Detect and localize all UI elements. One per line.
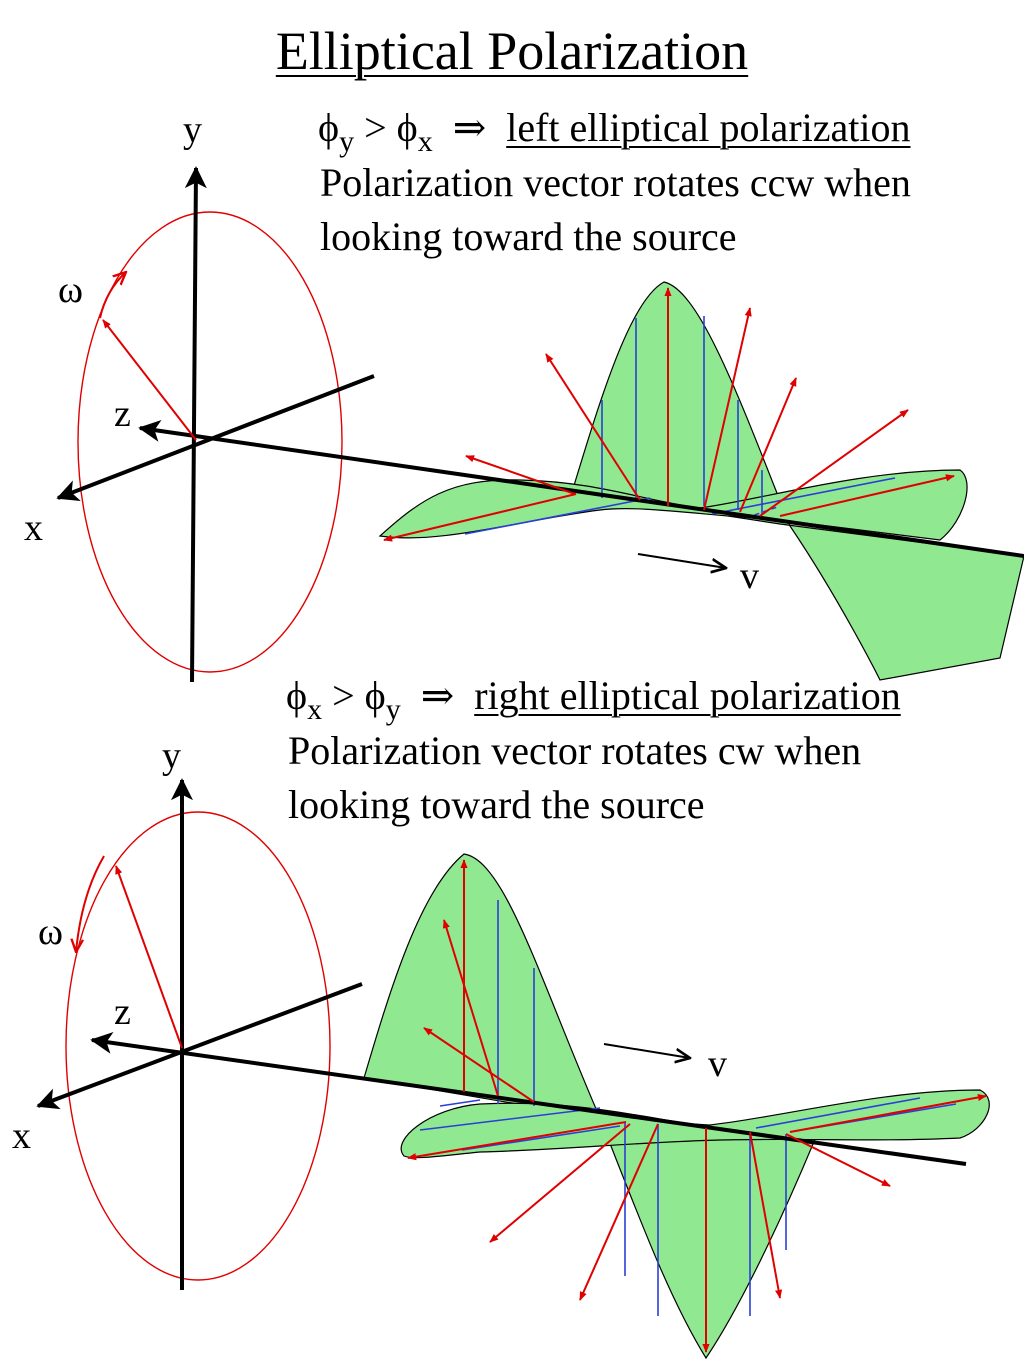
polarization-ellipse (65, 811, 331, 1281)
velocity-label: v (740, 555, 759, 597)
description-line: Polarization vector rotates ccw when (320, 160, 911, 205)
y-axis-label: y (183, 109, 202, 151)
top-description: Polarization vector rotates ccw when loo… (320, 156, 911, 264)
hatch-lines (464, 316, 896, 535)
implies-arrow-icon: ⇒ (452, 105, 487, 150)
y-axis (184, 166, 207, 683)
wave-vertical (571, 281, 1024, 681)
z-axis (90, 1031, 967, 1166)
z-axis-label: z (114, 393, 131, 435)
velocity-label: v (708, 1043, 727, 1085)
phi-symbol: ϕ (286, 673, 308, 718)
implies-arrow-icon: ⇒ (420, 673, 455, 718)
greater-than: > (364, 105, 387, 150)
phi-symbol: ϕ (364, 673, 386, 718)
top-diagram (56, 166, 1024, 683)
bottom-description: Polarization vector rotates cw when look… (288, 724, 861, 832)
phi-subscript: y (339, 125, 355, 158)
phi-subscript: x (307, 693, 323, 726)
phi-subscript: x (417, 125, 433, 158)
bottom-condition: ϕx > ϕy ⇒ right elliptical polarization (286, 672, 901, 727)
axes (56, 166, 1024, 683)
omega-label: ω (58, 269, 84, 311)
bottom-diagram (36, 778, 990, 1360)
description-line: looking toward the source (288, 782, 705, 827)
velocity-arrow (637, 553, 726, 568)
x-axis-label: x (24, 507, 43, 549)
velocity-arrow (603, 1043, 690, 1058)
z-axis (138, 420, 1024, 558)
polarization-ellipse (77, 211, 343, 673)
omega-label: ω (38, 911, 64, 953)
polarization-type: right elliptical polarization (474, 673, 901, 718)
phi-symbol: ϕ (318, 105, 340, 150)
y-axis-label: y (162, 735, 181, 777)
greater-than: > (332, 673, 355, 718)
phi-subscript: y (385, 693, 401, 726)
description-line: Polarization vector rotates cw when (288, 728, 862, 773)
x-axis-label: x (12, 1115, 31, 1157)
polarization-vectors (76, 855, 987, 1353)
description-line: looking toward the source (320, 214, 737, 259)
polarization-vectors (99, 272, 955, 542)
phi-symbol: ϕ (396, 105, 418, 150)
x-axis (36, 982, 363, 1110)
top-condition: ϕy > ϕx ⇒ left elliptical polarization (318, 104, 910, 159)
z-axis-label: z (114, 991, 131, 1033)
polarization-type: left elliptical polarization (506, 105, 911, 150)
page-title: Elliptical Polarization (275, 21, 749, 81)
axes (36, 778, 967, 1290)
